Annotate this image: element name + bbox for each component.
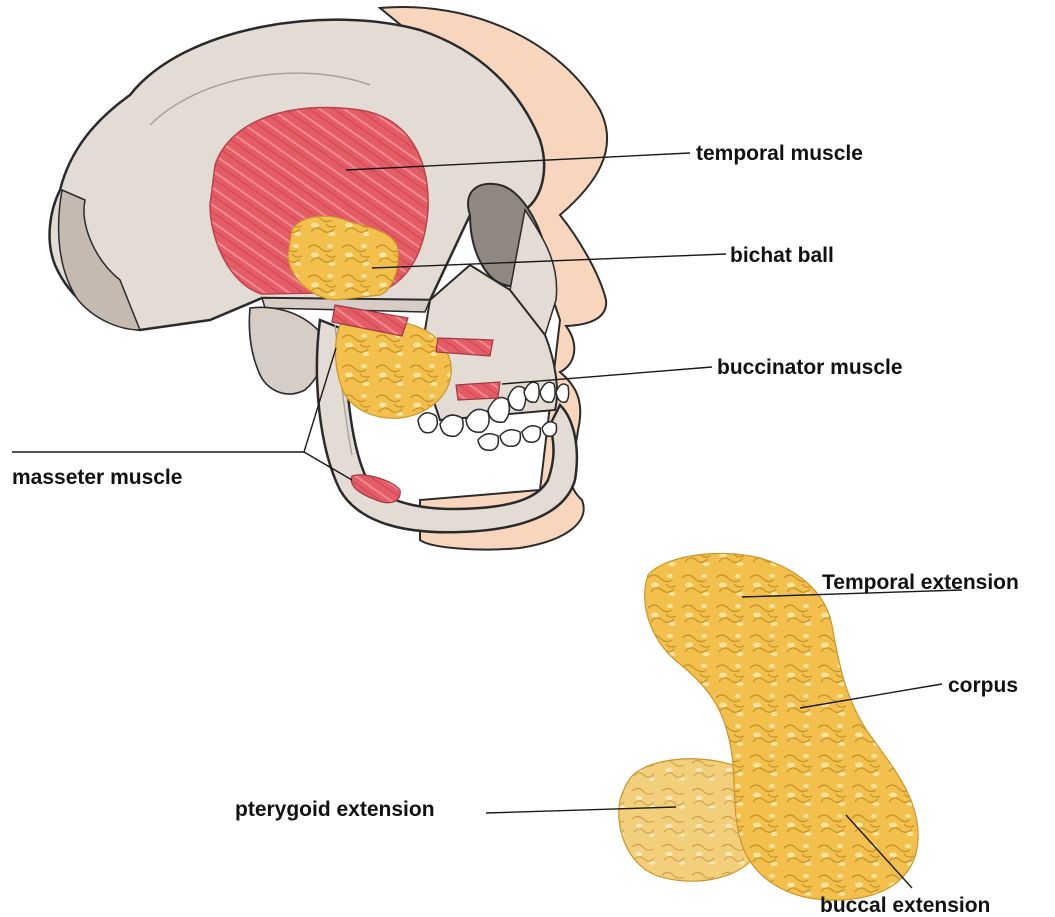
label-bichat-ball: bichat ball	[730, 245, 834, 266]
label-temporal-muscle: temporal muscle	[696, 143, 863, 164]
label-buccal-extension: buccal extension	[820, 895, 990, 916]
label-corpus: corpus	[948, 675, 1018, 696]
label-buccinator-muscle: buccinator muscle	[717, 357, 903, 378]
label-masseter-muscle: masseter muscle	[12, 467, 182, 488]
label-pterygoid-extension: pterygoid extension	[235, 799, 435, 820]
buccal-fat-pad-illustration	[619, 553, 918, 900]
label-temporal-extension: Temporal extension	[822, 572, 1019, 593]
